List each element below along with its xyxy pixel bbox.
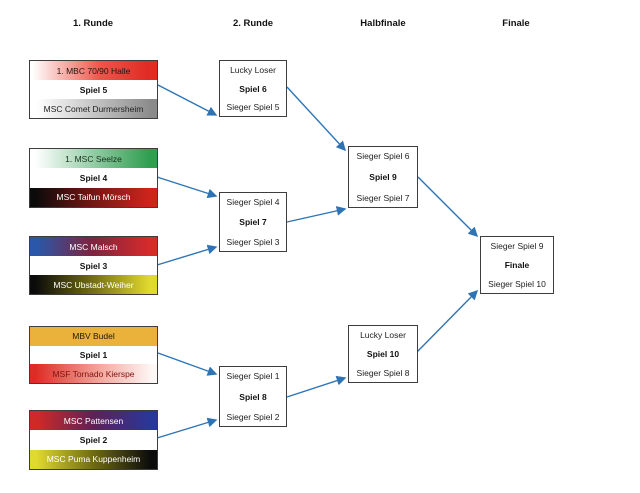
match-box-spiel-6: Lucky Loser Spiel 6 Sieger Spiel 5 bbox=[219, 60, 287, 117]
match-box-spiel-10: Lucky Loser Spiel 10 Sieger Spiel 8 bbox=[348, 325, 418, 383]
slot-lucky-loser: Lucky Loser bbox=[230, 65, 276, 75]
team-name-msc-malsch: MSC Malsch bbox=[30, 237, 157, 256]
match-box-spiel-4: 1. MSC Seelze Spiel 4 MSC Taifun Mörsch bbox=[29, 148, 158, 208]
match-label-spiel-7: Spiel 7 bbox=[239, 217, 267, 227]
slot-sieger-spiel-3: Sieger Spiel 3 bbox=[226, 237, 280, 247]
match-box-spiel-1: MBV Budel Spiel 1 MSF Tornado Kierspe bbox=[29, 326, 158, 384]
match-label-spiel-9: Spiel 9 bbox=[369, 172, 397, 182]
slot-sieger-spiel-8: Sieger Spiel 8 bbox=[356, 368, 410, 378]
match-box-spiel-5: 1. MBC 70/90 Halle Spiel 5 MSC Comet Dur… bbox=[29, 60, 158, 119]
team-name-comet-durmersheim: MSC Comet Durmersheim bbox=[30, 99, 157, 118]
slot-sieger-spiel-1: Sieger Spiel 1 bbox=[226, 371, 280, 381]
match-box-spiel-2: MSC Pattensen Spiel 2 MSC Puma Kuppenhei… bbox=[29, 410, 158, 470]
team-name-puma-kuppenheim: MSC Puma Kuppenheim bbox=[30, 449, 157, 469]
match-box-spiel-7: Sieger Spiel 4 Spiel 7 Sieger Spiel 3 bbox=[219, 192, 287, 252]
slot-sieger-spiel-7: Sieger Spiel 7 bbox=[356, 193, 410, 203]
team-name-tornado-kierspe: MSF Tornado Kierspe bbox=[30, 364, 157, 384]
match-label-spiel-4: Spiel 4 bbox=[30, 168, 157, 188]
slot-sieger-spiel-2: Sieger Spiel 2 bbox=[226, 412, 280, 422]
team-name-msc-pattensen: MSC Pattensen bbox=[30, 411, 157, 431]
column-header-semifinal: Halbfinale bbox=[360, 18, 406, 29]
column-header-round1: 1. Runde bbox=[72, 18, 114, 29]
match-box-spiel-9: Sieger Spiel 6 Spiel 9 Sieger Spiel 7 bbox=[348, 146, 418, 208]
match-label-spiel-2: Spiel 2 bbox=[30, 430, 157, 450]
match-label-spiel-1: Spiel 1 bbox=[30, 345, 157, 365]
match-label-finale: Finale bbox=[504, 260, 530, 270]
slot-lucky-loser-2: Lucky Loser bbox=[360, 330, 406, 340]
slot-sieger-spiel-10: Sieger Spiel 10 bbox=[488, 279, 546, 289]
column-header-round2: 2. Runde bbox=[232, 18, 274, 29]
match-box-finale: Sieger Spiel 9 Finale Sieger Spiel 10 bbox=[480, 236, 554, 294]
slot-sieger-spiel-4: Sieger Spiel 4 bbox=[226, 197, 280, 207]
team-name-taifun-moersch: MSC Taifun Mörsch bbox=[30, 187, 157, 207]
match-label-spiel-6: Spiel 6 bbox=[239, 83, 267, 94]
match-label-spiel-5: Spiel 5 bbox=[30, 80, 157, 99]
match-label-spiel-3: Spiel 3 bbox=[30, 256, 157, 275]
team-name-mbc-halle: 1. MBC 70/90 Halle bbox=[30, 61, 157, 80]
slot-sieger-spiel-6: Sieger Spiel 6 bbox=[356, 151, 410, 161]
slot-sieger-spiel-5: Sieger Spiel 5 bbox=[226, 102, 280, 112]
match-label-spiel-10: Spiel 10 bbox=[366, 349, 400, 359]
team-name-ubstadt-weiher: MSC Ubstadt-Weiher bbox=[30, 275, 157, 294]
match-label-spiel-8: Spiel 8 bbox=[239, 391, 267, 402]
column-header-final: Finale bbox=[502, 18, 530, 29]
team-name-msc-seelze: 1. MSC Seelze bbox=[30, 149, 157, 169]
match-box-spiel-8: Sieger Spiel 1 Spiel 8 Sieger Spiel 2 bbox=[219, 366, 287, 427]
team-name-mbv-budel: MBV Budel bbox=[30, 327, 157, 346]
slot-sieger-spiel-9: Sieger Spiel 9 bbox=[490, 241, 544, 251]
match-box-spiel-3: MSC Malsch Spiel 3 MSC Ubstadt-Weiher bbox=[29, 236, 158, 295]
